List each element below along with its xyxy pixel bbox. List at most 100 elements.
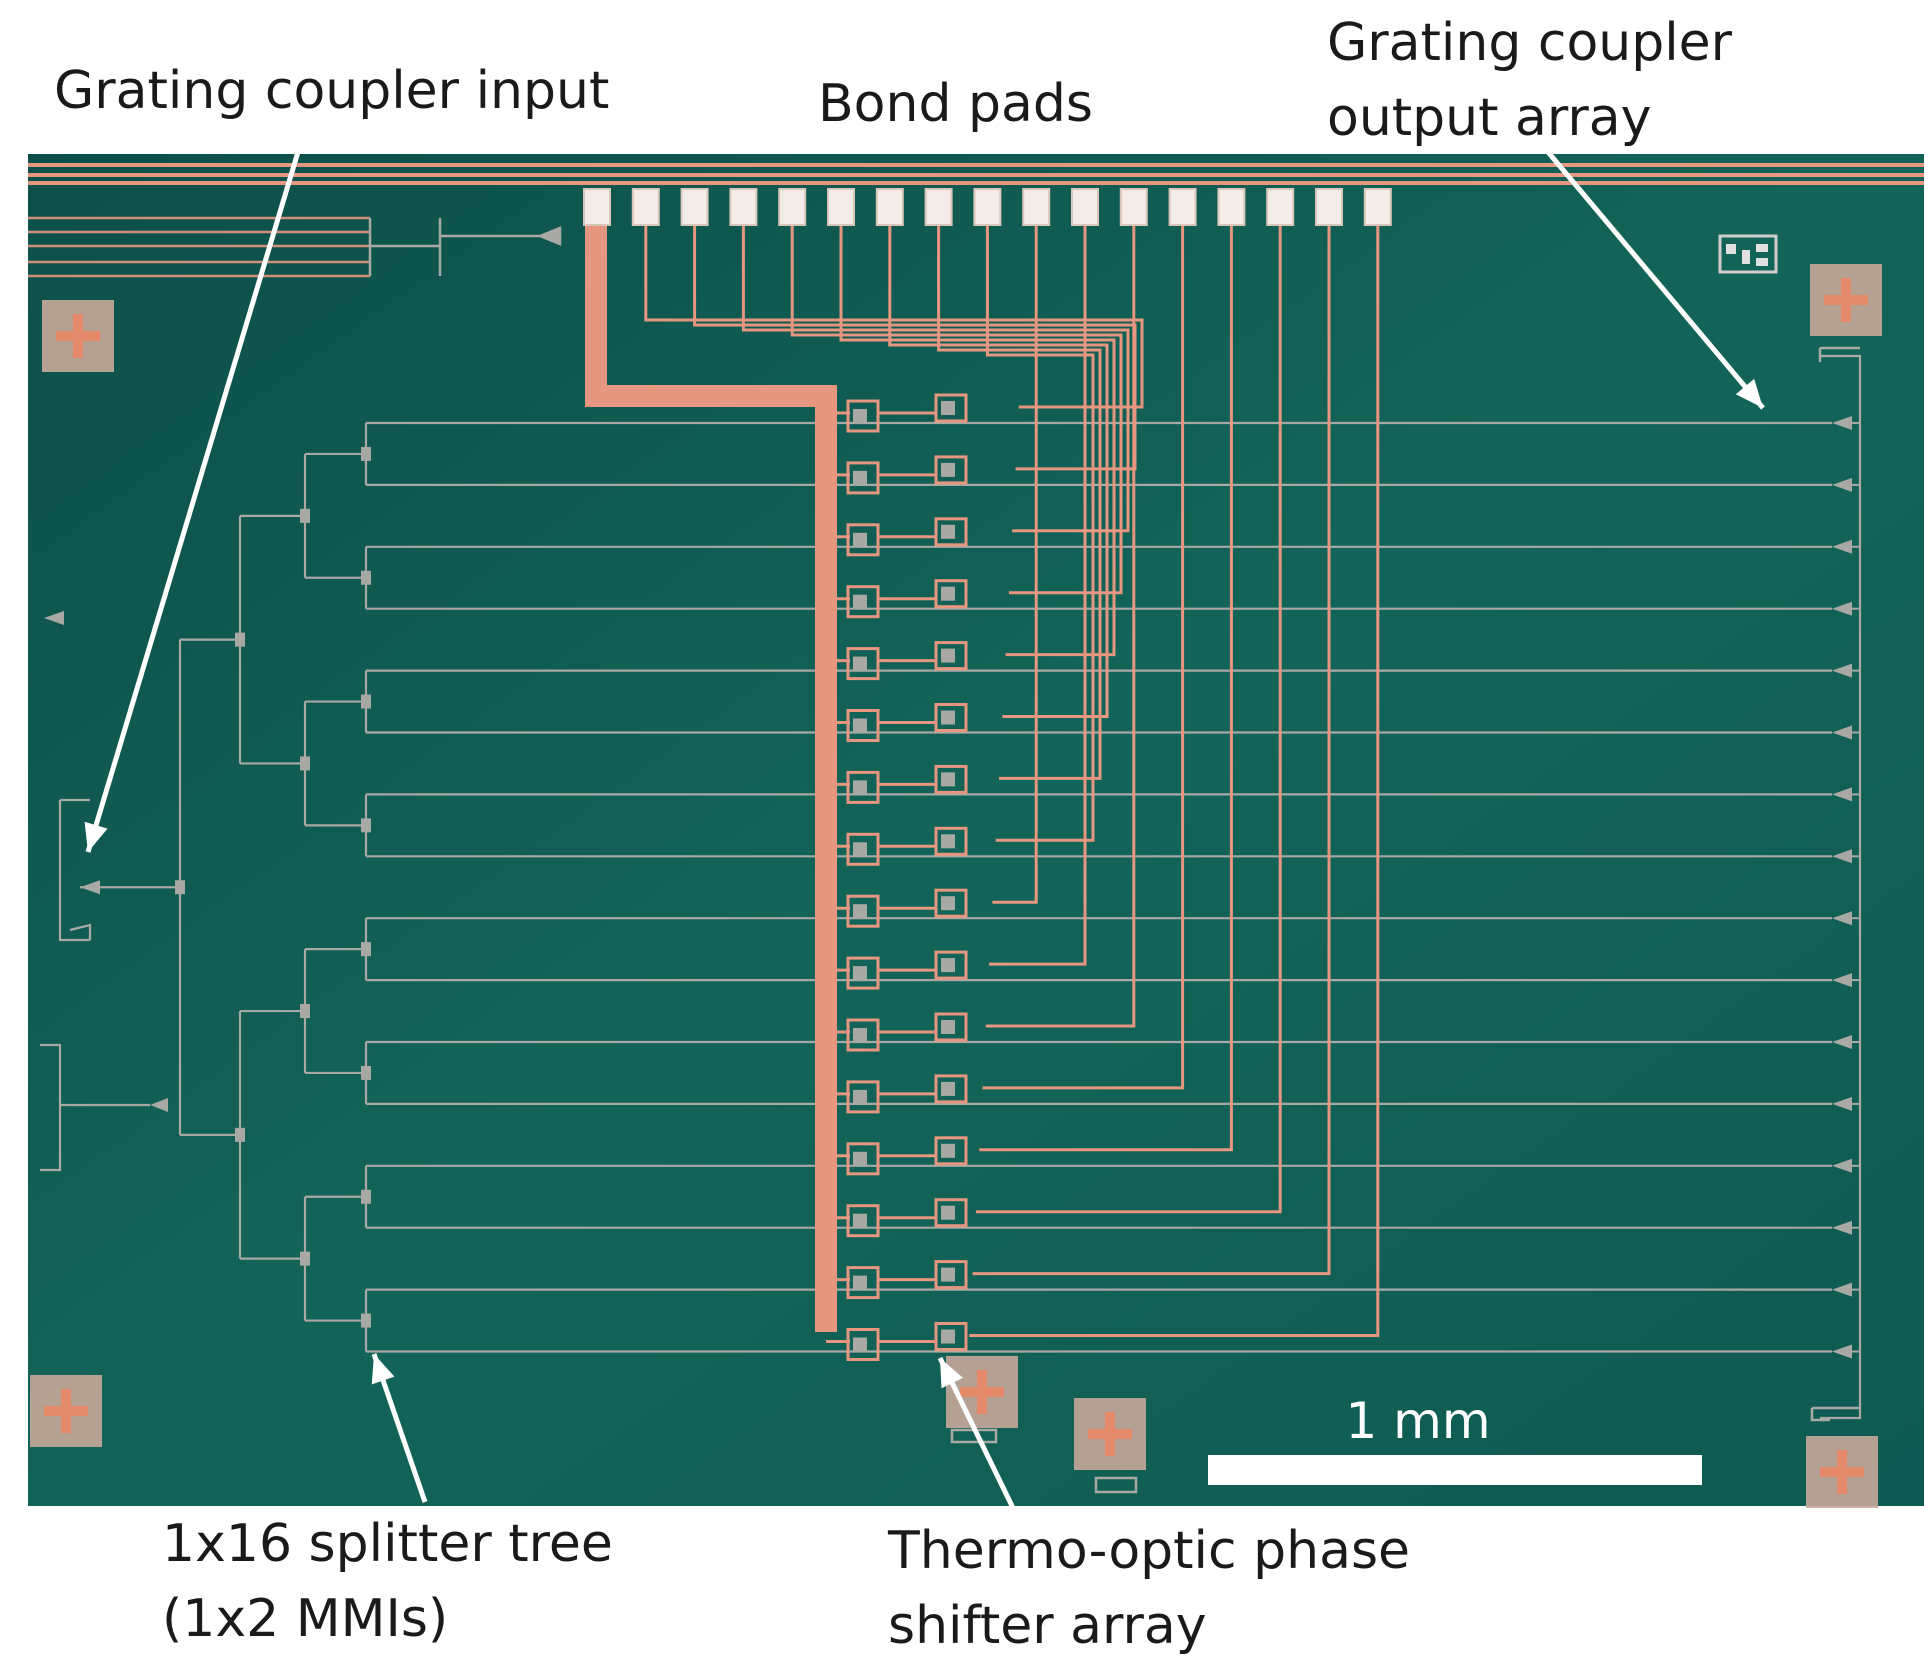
alignment-cross-5	[1824, 278, 1868, 322]
signal-trace-13	[979, 225, 1233, 1152]
phase-shifter-label-line1: Thermo-optic phase	[888, 1521, 1411, 1581]
heater-cell-a-2	[846, 461, 880, 495]
heater-cell-a-6	[846, 709, 880, 742]
arrow-grating-input-head	[84, 821, 108, 852]
heater-contact-b-16	[941, 1329, 955, 1344]
grating-coupler-3	[1832, 539, 1852, 554]
grating-coupler-15	[1832, 1282, 1852, 1297]
bond-pad-9	[973, 188, 1002, 226]
bond-pad-4	[729, 188, 758, 226]
scale-bar	[1208, 1455, 1702, 1485]
heater-cell-a-1	[846, 399, 880, 433]
alignment-cross-3	[960, 1370, 1004, 1414]
signal-trace-9	[992, 225, 1038, 904]
heater-cell-a-15	[846, 1266, 880, 1300]
heater-cell-b-5	[934, 641, 968, 671]
heater-contact-a-4	[853, 594, 867, 609]
arrow-phase-shifter-head	[940, 1358, 964, 1389]
input-alignment-loop	[58, 798, 92, 942]
logo-block	[1718, 234, 1778, 274]
arrow-grating-output-head	[1735, 378, 1763, 408]
heater-cell-b-6	[934, 703, 968, 732]
alignment-cross-2	[44, 1389, 88, 1433]
heater-cell-b-11	[934, 1012, 968, 1042]
heater-cell-a-14	[846, 1204, 880, 1238]
bond-pads-label: Bond pads	[818, 74, 1093, 134]
signal-trace-12	[982, 225, 1185, 1090]
arrow-grating-input	[85, 151, 301, 853]
heater-contact-a-9	[853, 904, 867, 919]
heater-contact-a-2	[853, 470, 867, 485]
heater-contact-a-14	[853, 1213, 867, 1228]
heater-contact-a-10	[853, 966, 867, 981]
grating-coupler-11	[1832, 1035, 1852, 1049]
upper-left-coupler	[460, 226, 562, 246]
top-metal-rails	[28, 163, 1924, 278]
heater-cell-b-3	[934, 517, 968, 547]
arrow-splitter-tree-head	[371, 1354, 395, 1385]
heater-contact-a-11	[853, 1028, 867, 1042]
bond-pad-10	[1022, 188, 1051, 226]
alignment-cross-6	[1820, 1450, 1864, 1494]
heater-cell-b-10	[934, 950, 968, 980]
signal-trace-5	[839, 225, 1116, 657]
bond-pad-14	[1217, 188, 1246, 226]
lower-left-test-coupler	[150, 1098, 168, 1112]
heater-contact-b-14	[941, 1205, 955, 1220]
grating-coupler-10	[1832, 973, 1852, 988]
grating-coupler-9	[1832, 911, 1852, 926]
heater-cell-b-4	[934, 579, 968, 609]
heater-cell-b-9	[934, 888, 968, 918]
loopback-waveguide	[1820, 354, 1862, 1420]
logo-glyphs	[1726, 244, 1768, 266]
heater-contact-a-12	[853, 1089, 867, 1104]
grating-coupler-4	[1832, 601, 1852, 616]
arrow-grating-output	[1546, 150, 1765, 410]
heater-cell-a-10	[846, 956, 880, 990]
heater-contact-b-6	[941, 710, 955, 725]
heater-contact-b-2	[941, 462, 955, 477]
heater-contact-b-10	[941, 958, 955, 973]
heater-contact-b-13	[941, 1143, 955, 1158]
lower-left-test-structure	[40, 1043, 150, 1172]
grating-coupler-7	[1832, 787, 1852, 802]
chip-details	[950, 234, 1860, 1494]
heater-cell-a-11	[846, 1018, 880, 1052]
grating-coupler-1	[1832, 416, 1852, 430]
heater-cell-a-12	[846, 1080, 880, 1114]
bond-pad-15	[1266, 188, 1295, 226]
heater-contact-b-9	[941, 896, 955, 911]
heater-cell-b-15	[934, 1260, 968, 1290]
signal-trace-11	[985, 225, 1136, 1028]
heater-contact-b-1	[941, 401, 955, 415]
grating-coupler-5	[1832, 663, 1852, 678]
heater-contact-a-7	[853, 780, 867, 795]
ground-bus	[585, 192, 837, 1332]
annotation-arrows	[84, 150, 1765, 1510]
signal-trace-3	[741, 225, 1130, 533]
upper-right-test-structure	[1818, 346, 1860, 362]
bond-pad-16	[1315, 188, 1343, 226]
heater-contact-a-16	[853, 1337, 867, 1352]
bond-pad-1	[583, 188, 611, 226]
bond-pad-3	[680, 188, 709, 226]
chip-substrate	[28, 154, 1924, 1506]
input-grating-coupler	[80, 880, 100, 895]
signal-trace-8	[985, 225, 1095, 842]
bond-pad-7	[875, 188, 904, 226]
heater-cell-a-8	[846, 832, 880, 866]
bond-pad-13	[1168, 188, 1197, 226]
bond-pad-5	[778, 188, 807, 226]
heater-contact-b-11	[941, 1020, 955, 1034]
heater-contact-a-8	[853, 842, 867, 857]
heater-contact-b-12	[941, 1081, 955, 1096]
waveguide-layer	[40, 218, 1862, 1420]
heater-cell-b-7	[934, 764, 968, 794]
heater-contact-a-1	[853, 409, 867, 423]
bond-pad-2	[631, 188, 660, 226]
heater-contact-a-15	[853, 1275, 867, 1290]
heater-contact-b-8	[941, 834, 955, 849]
heater-contact-a-13	[853, 1151, 867, 1166]
upper-left-splitter	[368, 218, 460, 276]
